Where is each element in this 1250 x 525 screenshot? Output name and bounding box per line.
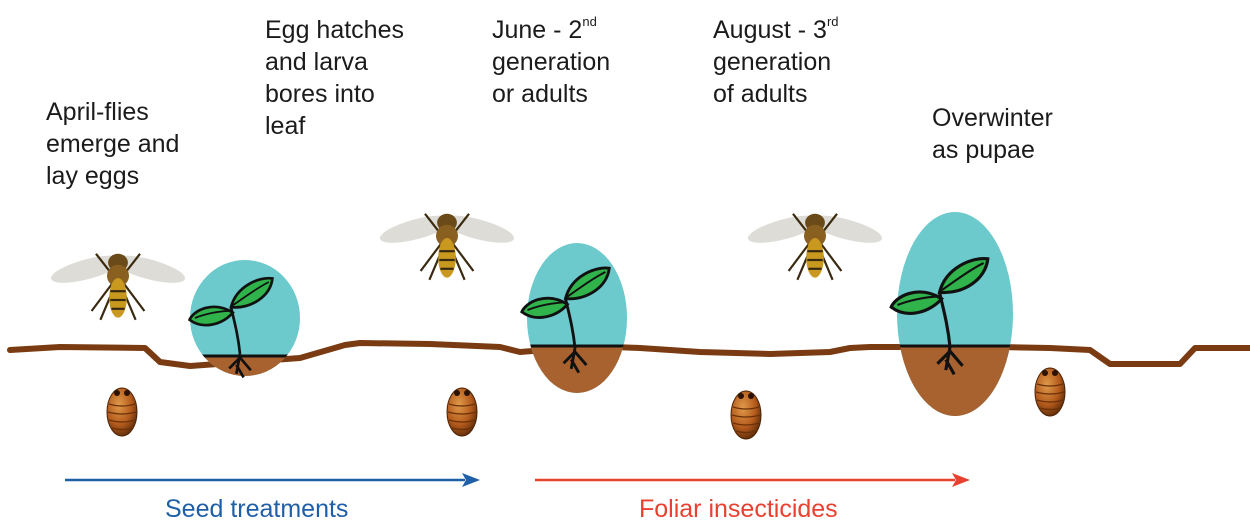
label-text: June - 2 <box>492 16 582 44</box>
label-line: leaf <box>265 110 404 142</box>
stage-label-april: April-flies emerge and lay eggs <box>46 96 179 192</box>
stage-label-overwinter: Overwinter as pupae <box>932 102 1053 166</box>
foliar-insecticide-arrow <box>535 473 970 487</box>
label-line: lay eggs <box>46 160 179 192</box>
label-line: generation <box>492 46 610 78</box>
label-line: Egg hatches <box>265 14 404 46</box>
label-text: August - 3 <box>713 16 827 44</box>
seedling-bubble-small <box>185 260 305 396</box>
label-line: or adults <box>492 78 610 110</box>
soil-line <box>10 343 1250 366</box>
label-line: and larva <box>265 46 404 78</box>
adult-fly-icon <box>378 210 517 280</box>
seed-treatment-arrow <box>65 473 480 487</box>
label-line: August - 3rd <box>713 14 839 46</box>
label-line: bores into <box>265 78 404 110</box>
pupa-icon <box>107 388 137 436</box>
adult-fly-icon <box>746 210 885 280</box>
label-line: as pupae <box>932 134 1053 166</box>
label-line: June - 2nd <box>492 14 610 46</box>
pupa-icon <box>731 391 761 439</box>
stage-label-june: June - 2nd generation or adults <box>492 14 610 110</box>
foliar-insecticides-label: Foliar insecticides <box>639 494 838 524</box>
label-line: Overwinter <box>932 102 1053 134</box>
pupa-icon <box>1035 368 1065 416</box>
label-line: April-flies <box>46 96 179 128</box>
ordinal-suffix: nd <box>582 14 596 29</box>
pupa-icon <box>447 388 477 436</box>
seedling-bubble-large <box>890 212 1020 426</box>
seed-treatments-label: Seed treatments <box>165 494 348 524</box>
label-line: emerge and <box>46 128 179 160</box>
ordinal-suffix: rd <box>827 14 839 29</box>
label-line: generation <box>713 46 839 78</box>
stage-label-egg-hatch: Egg hatches and larva bores into leaf <box>265 14 404 142</box>
label-line: of adults <box>713 78 839 110</box>
adult-fly-icon <box>49 250 188 320</box>
stage-label-august: August - 3rd generation of adults <box>713 14 839 110</box>
seedling-bubble-medium <box>520 243 640 406</box>
